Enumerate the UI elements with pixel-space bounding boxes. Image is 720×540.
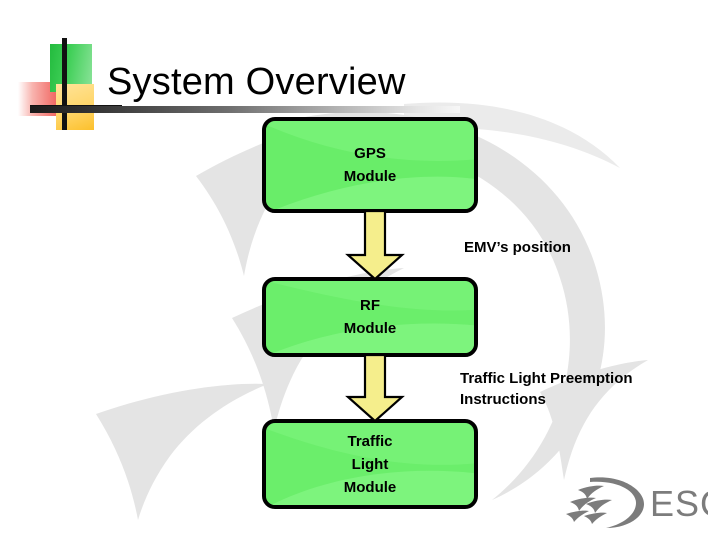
flow-node-gps-module[interactable]: GPS Module — [262, 117, 478, 213]
edge-label-traffic-light-preemption: Traffic Light Preemption Instructions — [460, 370, 633, 408]
flow-node-traffic-light-module[interactable]: Traffic Light Module — [262, 419, 478, 509]
flow-arrow-rf-to-traffic-light — [345, 355, 405, 423]
page-title: System Overview — [107, 61, 406, 103]
title-divider-rule — [30, 106, 460, 113]
esc-brand-logo: ESC — [566, 477, 708, 528]
edge-label-emv-position: EMV’s position — [464, 239, 571, 256]
flow-arrow-gps-to-rf — [345, 211, 405, 281]
logo-vertical-bar — [62, 38, 67, 130]
flow-node-rf-module[interactable]: RF Module — [262, 277, 478, 357]
esc-brand-text: ESC — [650, 483, 708, 524]
flow-node-traffic-light-label: Traffic Light Module — [343, 432, 397, 496]
slide-decoration-logo — [18, 38, 122, 130]
flow-node-rf-label: RF Module — [343, 297, 397, 337]
flow-node-gps-label: GPS Module — [343, 145, 397, 185]
